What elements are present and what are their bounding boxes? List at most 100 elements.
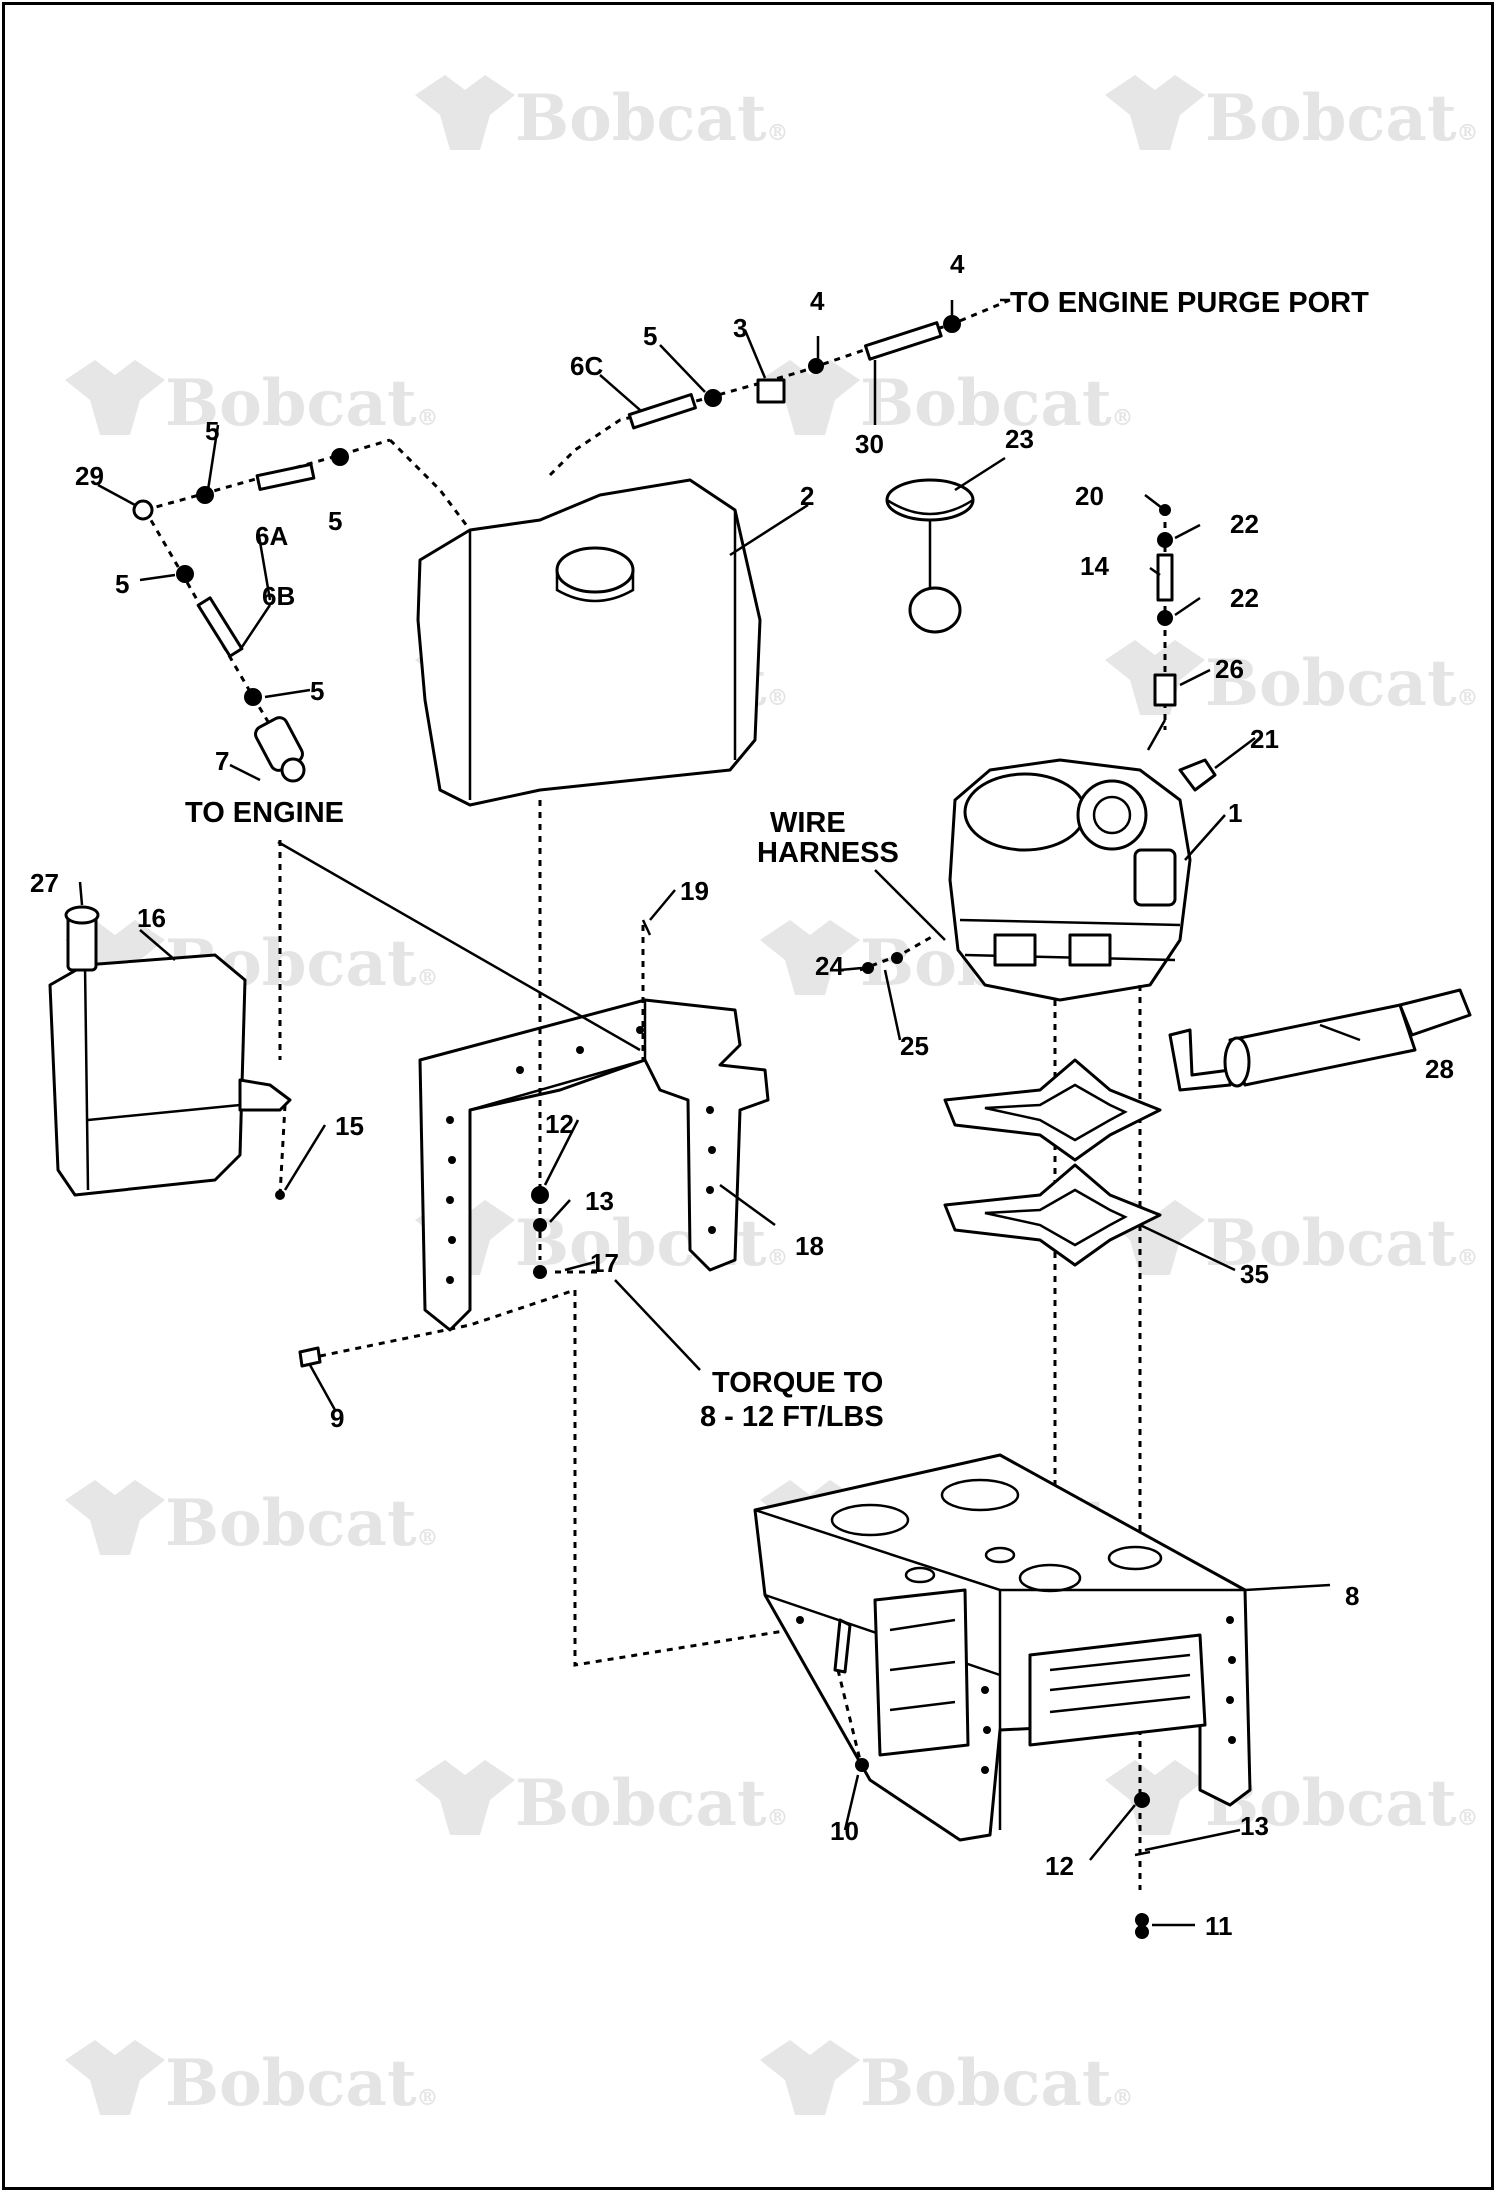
svg-text:Bobcat®: Bobcat® [165,2046,439,2121]
callout-11: 11 [1205,1911,1233,1941]
callout-13: 13 [585,1186,614,1216]
hose-6b [196,596,244,658]
callout-6a: 6A [255,521,288,551]
watermark: Bobcat® [415,75,789,156]
watermark: Bobcat® [760,360,1134,441]
callout-9: 9 [330,1403,344,1433]
svg-text:Bobcat®: Bobcat® [515,1206,789,1281]
fuel-line-top [388,298,1011,531]
svg-text:Bobcat®: Bobcat® [165,1486,439,1561]
watermark: Bobcat® [1105,1200,1479,1281]
callout-29: 29 [75,461,104,491]
watermark: Bobcat® [1105,1760,1479,1841]
note-wire-harness-1: WIRE [770,807,846,839]
callout-30: 30 [855,429,884,459]
hose-14 [1156,553,1174,602]
note-engine-purge-port: TO ENGINE PURGE PORT [1010,287,1369,319]
note-torque-1: TORQUE TO [712,1367,883,1399]
callout-12: 12 [545,1109,574,1139]
callout-5: 5 [310,676,324,706]
svg-text:Bobcat®: Bobcat® [1205,646,1479,721]
callout-5: 5 [328,506,342,536]
engine-frame-8 [753,1453,1252,1842]
callout-35: 35 [1240,1259,1269,1289]
choke-21 [1178,758,1217,792]
callout-27: 27 [30,868,59,898]
muffler-28 [1168,988,1472,1092]
callout-4: 4 [810,286,825,316]
callout-5: 5 [115,569,129,599]
callout-23: 23 [1005,424,1034,454]
callout-26: 26 [1215,654,1244,684]
callout-8: 8 [1345,1581,1359,1611]
leader-lines [78,298,1361,1927]
watermark: Bobcat® [65,360,439,441]
callout-7: 7 [215,746,229,776]
callout-22: 22 [1230,509,1259,539]
bobcat-logo-icon [760,360,860,435]
callout-14: 14 [1080,551,1109,581]
callout-13: 13 [1240,1811,1269,1841]
callout-19: 19 [680,876,709,906]
watermark: Bobcat® [65,2040,439,2121]
callouts: 4 4 3 5 6C 30 2 23 20 22 14 22 26 21 1 5… [30,249,1454,1941]
callout-12: 12 [1045,1851,1074,1881]
gaskets-35 [943,1058,1162,1267]
bobcat-logo-icon [1105,1760,1205,1835]
note-wire-harness-2: HARNESS [757,837,899,869]
callout-16: 16 [137,903,166,933]
clamp-5b [331,448,349,466]
hose-30 [864,321,943,361]
callout-20: 20 [1075,481,1104,511]
callout-17: 17 [590,1248,619,1278]
note-torque-2: 8 - 12 FT/LBS [700,1401,884,1433]
note-to-engine: TO ENGINE [185,797,344,829]
fitting-29 [132,499,154,521]
wire-harness [859,869,946,974]
callout-6c: 6C [570,351,603,381]
fuel-line-left [132,438,391,783]
fuel-tank-2 [416,478,762,807]
svg-text:Bobcat®: Bobcat® [860,366,1134,441]
bottom-fasteners [1134,1792,1151,1939]
bolt-9 [298,1288,576,1368]
callout-2: 2 [800,481,814,511]
watermark: Bobcat® [65,1480,439,1561]
valve-3 [756,378,786,404]
bobcat-logo-icon [1105,75,1205,150]
svg-text:Bobcat®: Bobcat® [1205,1206,1479,1281]
bracket-18 [418,919,770,1332]
callout-5: 5 [643,321,657,351]
clamp-5d [244,688,262,706]
fuel-cap [555,546,635,594]
bobcat-logo-icon [65,360,165,435]
callout-1: 1 [1228,798,1242,828]
clamp-4-end [943,315,961,333]
filter-fitting [280,757,306,783]
watermark: Bobcat® [1105,75,1479,156]
callout-4: 4 [950,249,965,279]
bobcat-logo-icon [65,1480,165,1555]
svg-text:Bobcat®: Bobcat® [515,1766,789,1841]
engine-1 [948,758,1217,1890]
watermark: Bobcat® [760,2040,1134,2121]
bobcat-logo-icon [760,920,860,995]
reservoir-cap-27 [64,905,100,925]
svg-text:Bobcat®: Bobcat® [860,2046,1134,2121]
fuel-cap-23 [885,478,975,634]
clamp-5 [704,389,722,407]
callout-6b: 6B [262,581,295,611]
callout-3: 3 [733,313,747,343]
watermark: Bobcat® [1105,640,1479,721]
bobcat-logo-icon [65,2040,165,2115]
callout-18: 18 [795,1231,824,1261]
bobcat-logo-icon [415,75,515,150]
watermark: Bobcat® [415,1760,789,1841]
hose-6c [627,393,697,430]
callout-5: 5 [205,416,219,446]
clamp-5c [176,565,194,583]
bobcat-logo-icon [760,2040,860,2115]
callout-28: 28 [1425,1054,1454,1084]
callout-25: 25 [900,1031,929,1061]
